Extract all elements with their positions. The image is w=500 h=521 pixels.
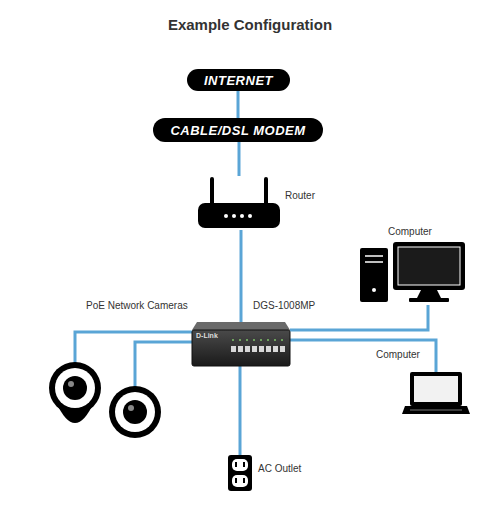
node-label: Computer [388,226,432,238]
router-node: Router [198,176,280,230]
cloud-pill: INTERNET [187,69,290,91]
node-label: Computer [376,349,420,361]
node-label: DGS-1008MP [253,300,315,312]
network-cable [135,342,192,352]
computer-node: Computer [358,240,468,305]
network-cable [237,91,240,118]
node-label: AC Outlet [258,463,301,475]
diagram-title: Example Configuration [0,16,500,33]
network-cable [238,142,241,176]
network-cable [290,340,436,372]
desktop-computer-icon [360,242,465,302]
poe-camera-icon [109,352,161,438]
brand-logo: D-Link [196,332,218,340]
network-cable [240,230,243,322]
poe-camera-icon [49,352,101,423]
node-label: PoE Network Cameras [86,300,188,312]
switch-icon [192,322,290,366]
node-text: INTERNET [204,73,273,88]
modem-pill: CABLE/DSL MODEM [153,118,323,142]
network-cable [239,366,242,455]
node-label: Router [285,190,315,202]
outlet-node: AC Outlet [228,455,252,491]
computer-node: Computer [402,372,470,416]
laptop-computer-icon [402,372,470,414]
camera-node: PoE Network Cameras [50,352,170,444]
ac-outlet-icon [228,455,252,491]
router-icon [198,179,280,228]
node-text: CABLE/DSL MODEM [170,123,305,138]
switch-node: DGS-1008MP [192,322,290,366]
network-cable [75,332,192,352]
